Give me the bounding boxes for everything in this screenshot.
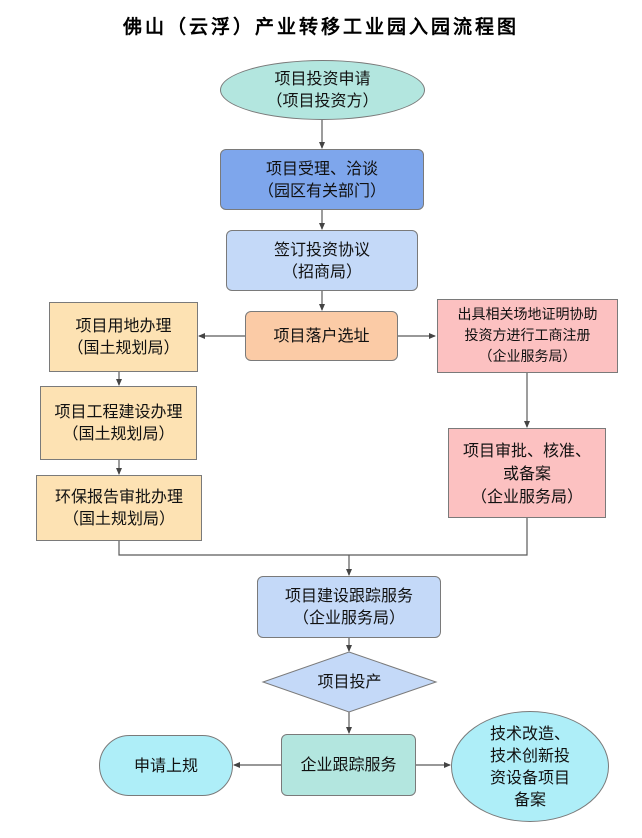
node-label: 项目工程建设办理 (54, 402, 183, 421)
node-label: 项目受理、洽谈 (265, 158, 378, 178)
node-enterprise-tracking[interactable]: 企业跟踪服务 (281, 734, 416, 796)
node-label-2: 或备案 (502, 463, 551, 483)
node-sublabel: （项目投资方） (266, 91, 379, 110)
node-tech-upgrade-filing[interactable]: 技术改造、 技术创新投 资设备项目 备案 (451, 711, 609, 822)
node-label-4: 备案 (513, 789, 546, 809)
production-diamond-shape (261, 651, 438, 713)
node-sublabel: （国土规划局） (62, 509, 175, 528)
node-construction[interactable]: 项目工程建设办理 （国土规划局） (40, 386, 197, 460)
diagram-title: 佛山（云浮）产业转移工业园入园流程图 (122, 16, 519, 38)
node-site-certification[interactable]: 出具相关场地证明协助 投资方进行工商注册 （企业服务局） (437, 299, 618, 373)
node-label: 企业跟踪服务 (300, 755, 397, 774)
node-label: 项目投资申请 (274, 69, 371, 88)
node-label: 项目建设跟踪服务 (284, 586, 413, 605)
node-sublabel: （招商局） (281, 261, 362, 281)
node-label: 申请上规 (133, 755, 198, 775)
node-environmental-approval[interactable]: 环保报告审批办理 （国土规划局） (36, 475, 202, 541)
node-project-approval[interactable]: 项目审批、核准、 或备案 （企业服务局） (448, 428, 606, 518)
node-project-acceptance[interactable]: 项目受理、洽谈 （园区有关部门） (220, 149, 424, 210)
node-site-selection[interactable]: 项目落户选址 (245, 311, 398, 361)
node-label: 项目审批、核准、 (462, 440, 591, 460)
node-sublabel: （国土规划局） (67, 338, 180, 357)
node-label: 技术改造、 (489, 723, 570, 743)
node-sublabel: （园区有关部门） (257, 180, 386, 200)
node-project-production[interactable]: 项目投产 (263, 652, 436, 712)
node-construction-tracking[interactable]: 项目建设跟踪服务 （企业服务局） (257, 576, 441, 638)
node-label: 项目投产 (317, 672, 382, 691)
node-apply-for-listing[interactable]: 申请上规 (99, 735, 233, 796)
node-sign-agreement[interactable]: 签订投资协议 （招商局） (226, 230, 418, 291)
node-sublabel: （企业服务局） (478, 348, 577, 365)
node-label-2: 投资方进行工商注册 (464, 327, 591, 344)
connector-env-to-merge (118, 518, 528, 556)
node-label: 出具相关场地证明协助 (457, 306, 598, 323)
node-label: 项目落户选址 (273, 326, 370, 345)
node-land-use[interactable]: 项目用地办理 （国土规划局） (49, 302, 198, 372)
node-label-3: 资设备项目 (489, 767, 570, 787)
node-sublabel: （国土规划局） (62, 424, 175, 443)
node-label: 项目用地办理 (75, 316, 172, 335)
node-label: 环保报告审批办理 (54, 487, 183, 506)
node-sublabel: （企业服务局） (470, 486, 583, 506)
node-investment-application[interactable]: 项目投资申请 （项目投资方） (220, 60, 425, 120)
node-label: 签订投资协议 (273, 239, 370, 259)
node-sublabel: （企业服务局） (292, 608, 405, 627)
node-label-2: 技术创新投 (489, 745, 570, 765)
